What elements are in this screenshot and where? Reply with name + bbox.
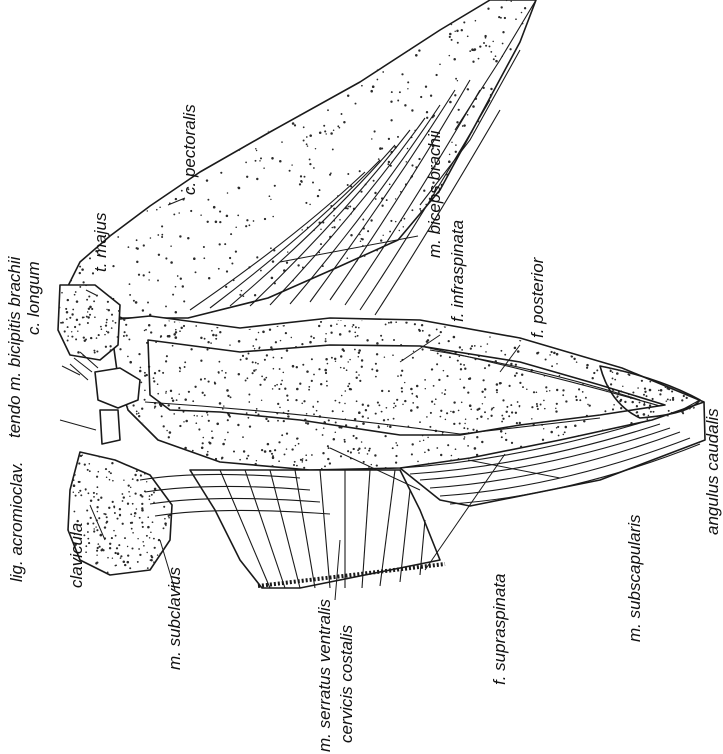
- label-t-majus: t. majus: [91, 212, 110, 272]
- label-f-posterior: f. posterior: [528, 256, 547, 338]
- label-m-subscapularis: m. subscapularis: [625, 514, 644, 642]
- label-clavicula: clavicula: [67, 523, 86, 588]
- label-f-supraspinata: f. supraspinata: [490, 573, 509, 685]
- label-tendo-line2: c. longum: [24, 261, 43, 335]
- label-c-pectoralis: c. pectoralis: [180, 104, 199, 195]
- label-m-biceps-brachii: m. biceps brachii: [425, 129, 444, 258]
- label-m-serratus-line2: cervicis costalis: [337, 624, 356, 743]
- acromioclavicular-ligament: [100, 410, 120, 444]
- label-m-subclavius: m. subclavius: [165, 567, 184, 670]
- label-m-serratus-line1: m. serratus ventralis: [315, 598, 334, 752]
- label-angulus-caudalis: angulus caudalis: [703, 408, 722, 535]
- label-f-infraspinata: f. infraspinata: [448, 220, 467, 322]
- label-tendo-line1: tendo m. bicipitis brachii: [5, 255, 24, 438]
- label-lig-acromioclav: lig. acromioclav.: [7, 461, 26, 582]
